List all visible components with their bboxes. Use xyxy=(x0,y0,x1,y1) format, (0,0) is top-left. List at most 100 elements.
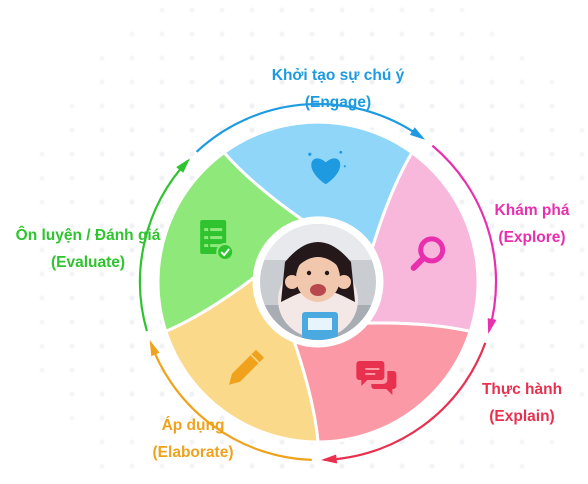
background-dot xyxy=(219,439,225,445)
background-dot xyxy=(39,343,45,349)
segment-evaluate xyxy=(156,150,307,334)
stage-subtitle: (Explain) xyxy=(489,408,555,425)
background-dot xyxy=(99,343,105,349)
background-dot xyxy=(459,463,465,469)
ring-arc-engage xyxy=(195,102,424,153)
background-dot xyxy=(99,319,105,325)
background-dot xyxy=(129,31,135,37)
background-dot xyxy=(489,31,495,37)
background-dot xyxy=(579,391,585,397)
background-dot xyxy=(159,127,165,133)
background-dot xyxy=(429,7,435,13)
ring-arrow-explore xyxy=(487,318,497,334)
background-dot xyxy=(489,223,495,229)
ring-arc-explore xyxy=(431,144,498,332)
label-evaluate: Ôn luyện / Đánh giá (Evaluate) xyxy=(0,222,176,276)
background-dot xyxy=(69,343,75,349)
background-dot xyxy=(549,319,555,325)
segment-icons xyxy=(200,150,446,395)
background-dot xyxy=(99,103,105,109)
background-dot xyxy=(459,151,465,157)
background-dot xyxy=(399,127,405,133)
background-dot xyxy=(549,127,555,133)
background-dot xyxy=(489,391,495,397)
background-dot xyxy=(549,271,555,277)
background-dot xyxy=(39,271,45,277)
background-dot xyxy=(159,175,165,181)
background-dot xyxy=(549,199,555,205)
background-dot xyxy=(39,175,45,181)
background-dot xyxy=(39,247,45,253)
background-dot xyxy=(189,55,195,61)
background-dot xyxy=(129,439,135,445)
background-dot xyxy=(459,127,465,133)
background-dot xyxy=(99,391,105,397)
background-dot xyxy=(489,79,495,85)
background-dot xyxy=(519,55,525,61)
background-dot xyxy=(189,151,195,157)
label-engage: Khởi tạo sự chú ý (Engage) xyxy=(238,62,438,116)
background-dot xyxy=(189,127,195,133)
background-dot xyxy=(519,151,525,157)
stage-title: Khởi tạo sự chú ý xyxy=(271,67,405,84)
background-dot xyxy=(489,415,495,421)
ring-arrow-explain xyxy=(321,454,338,464)
background-dot xyxy=(159,463,165,469)
background-dot xyxy=(549,415,555,421)
background-dot xyxy=(429,151,435,157)
stage-title: Thực hành xyxy=(481,381,563,398)
background-dot xyxy=(549,175,555,181)
background-dot xyxy=(549,439,555,445)
background-dot xyxy=(579,295,585,301)
background-dot xyxy=(189,103,195,109)
magnifier-icon xyxy=(410,236,446,271)
background-dot xyxy=(99,151,105,157)
background-dot xyxy=(99,463,105,469)
background-dot xyxy=(159,103,165,109)
background-dot xyxy=(369,103,375,109)
label-elaborate: Áp dụng (Elaborate) xyxy=(128,412,258,466)
background-dot xyxy=(129,79,135,85)
background-dot xyxy=(219,463,225,469)
background-dot xyxy=(579,319,585,325)
background-dot xyxy=(219,79,225,85)
background-dot xyxy=(579,127,585,133)
background-dot xyxy=(189,463,195,469)
background-dot xyxy=(39,367,45,373)
background-dot xyxy=(159,7,165,13)
background-dot xyxy=(489,271,495,277)
background-dot xyxy=(69,127,75,133)
background-dot xyxy=(129,55,135,61)
background-dot xyxy=(249,463,255,469)
background-dot xyxy=(519,415,525,421)
background-dot xyxy=(189,391,195,397)
background-dot xyxy=(189,79,195,85)
background-dot xyxy=(519,247,525,253)
background-dot xyxy=(129,199,135,205)
background-dot xyxy=(279,55,285,61)
background-dot xyxy=(219,31,225,37)
background-dot xyxy=(399,79,405,85)
background-dot xyxy=(99,295,105,301)
background-dot xyxy=(519,103,525,109)
background-dot xyxy=(189,439,195,445)
background-dot xyxy=(399,103,405,109)
background-dot xyxy=(99,127,105,133)
background-dot xyxy=(69,271,75,277)
background-dot xyxy=(279,31,285,37)
background-dot xyxy=(69,295,75,301)
background-dot xyxy=(489,199,495,205)
background-dot xyxy=(99,199,105,205)
background-dot xyxy=(69,391,75,397)
background-dot xyxy=(99,367,105,373)
background-dot xyxy=(519,271,525,277)
background-dot xyxy=(219,55,225,61)
stage-title: Áp dụng xyxy=(161,417,225,434)
background-dot xyxy=(429,103,435,109)
background-dot xyxy=(519,319,525,325)
background-dot xyxy=(549,391,555,397)
background-dot xyxy=(489,151,495,157)
background-dot xyxy=(159,151,165,157)
background-dot xyxy=(69,247,75,253)
background-dot xyxy=(129,247,135,253)
